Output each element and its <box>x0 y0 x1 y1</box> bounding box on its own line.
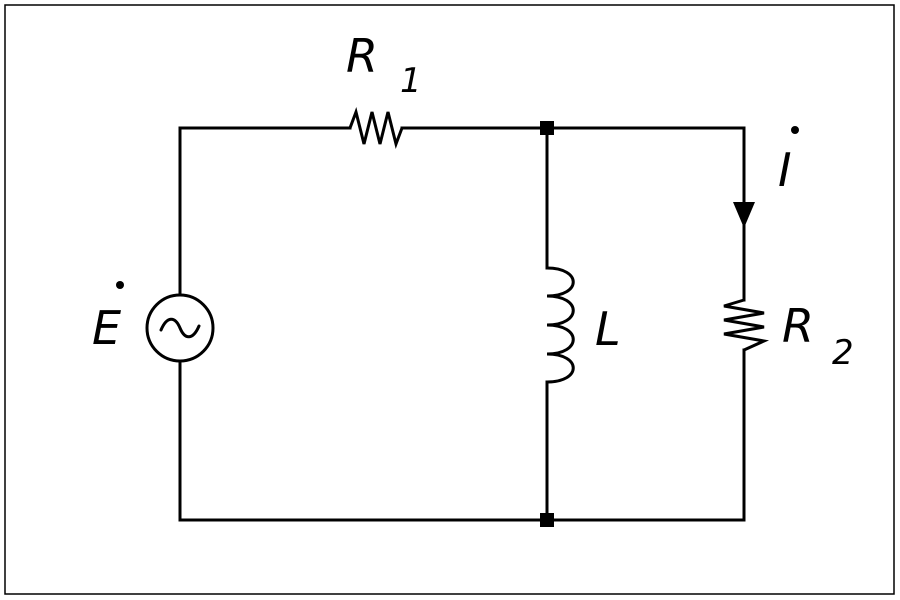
label-r2: R <box>782 299 814 353</box>
label-source: E <box>92 301 121 355</box>
wire-top-right <box>400 126 746 302</box>
inductor-icon <box>545 266 575 384</box>
resistor-icon <box>348 106 404 150</box>
junction-dot-icon <box>540 121 554 135</box>
label-r1: R <box>346 29 378 83</box>
arrow-down-icon <box>733 202 755 228</box>
resistor-icon <box>723 298 770 352</box>
junction-dot-icon <box>540 513 554 527</box>
ac-source-icon <box>145 293 215 363</box>
wire-right-bottom <box>178 348 746 522</box>
wires <box>178 126 746 522</box>
label-r2-subscript: 2 <box>832 333 854 373</box>
figure-frame <box>4 4 895 595</box>
label-r1-subscript: 1 <box>400 61 422 101</box>
wire-left-top <box>178 126 352 298</box>
label-inductor: L <box>595 302 621 356</box>
phasor-dot-icon <box>791 126 799 134</box>
sine-wave-icon <box>159 317 201 339</box>
phasor-dot-icon <box>116 281 124 289</box>
label-current: I <box>778 143 792 197</box>
